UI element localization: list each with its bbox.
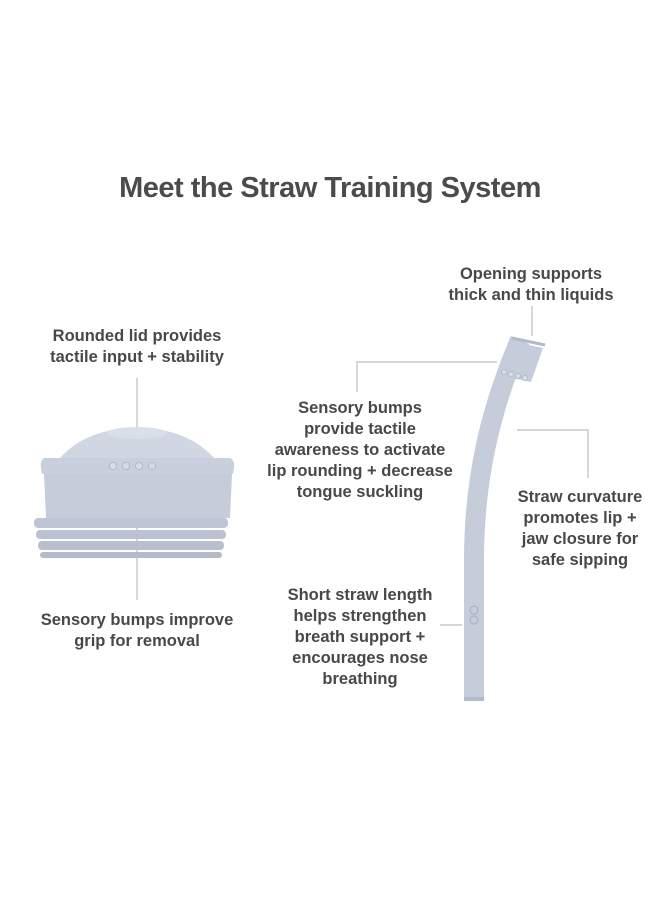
caption-lid-bumps: Sensory bumps improve grip for removal bbox=[40, 611, 234, 650]
lid-bump bbox=[147, 461, 156, 470]
straw-bump bbox=[501, 369, 507, 375]
lid-bump bbox=[122, 461, 131, 470]
straw-logo-icon bbox=[469, 605, 479, 625]
leader-curvature bbox=[517, 429, 589, 478]
caption-straw-bumps: Sensory bumps provide tactile awareness … bbox=[267, 399, 453, 501]
caption-curvature: Straw curvature promotes lip + jaw closu… bbox=[517, 488, 643, 569]
lid-illustration bbox=[34, 427, 235, 558]
straw-bump bbox=[522, 375, 528, 381]
straw-illustration bbox=[464, 336, 546, 701]
caption-length: Short straw length helps strengthen brea… bbox=[287, 586, 433, 688]
straw-bump bbox=[508, 371, 514, 377]
caption-rounded-lid: Rounded lid provides tactile input + sta… bbox=[50, 327, 224, 366]
caption-opening: Opening supports thick and thin liquids bbox=[448, 265, 614, 304]
straw-bump bbox=[515, 373, 521, 379]
lid-bump bbox=[134, 461, 143, 470]
page-title: Meet the Straw Training System bbox=[119, 172, 541, 204]
leader-straw-bumps bbox=[356, 361, 497, 392]
lid-bump bbox=[109, 461, 118, 470]
